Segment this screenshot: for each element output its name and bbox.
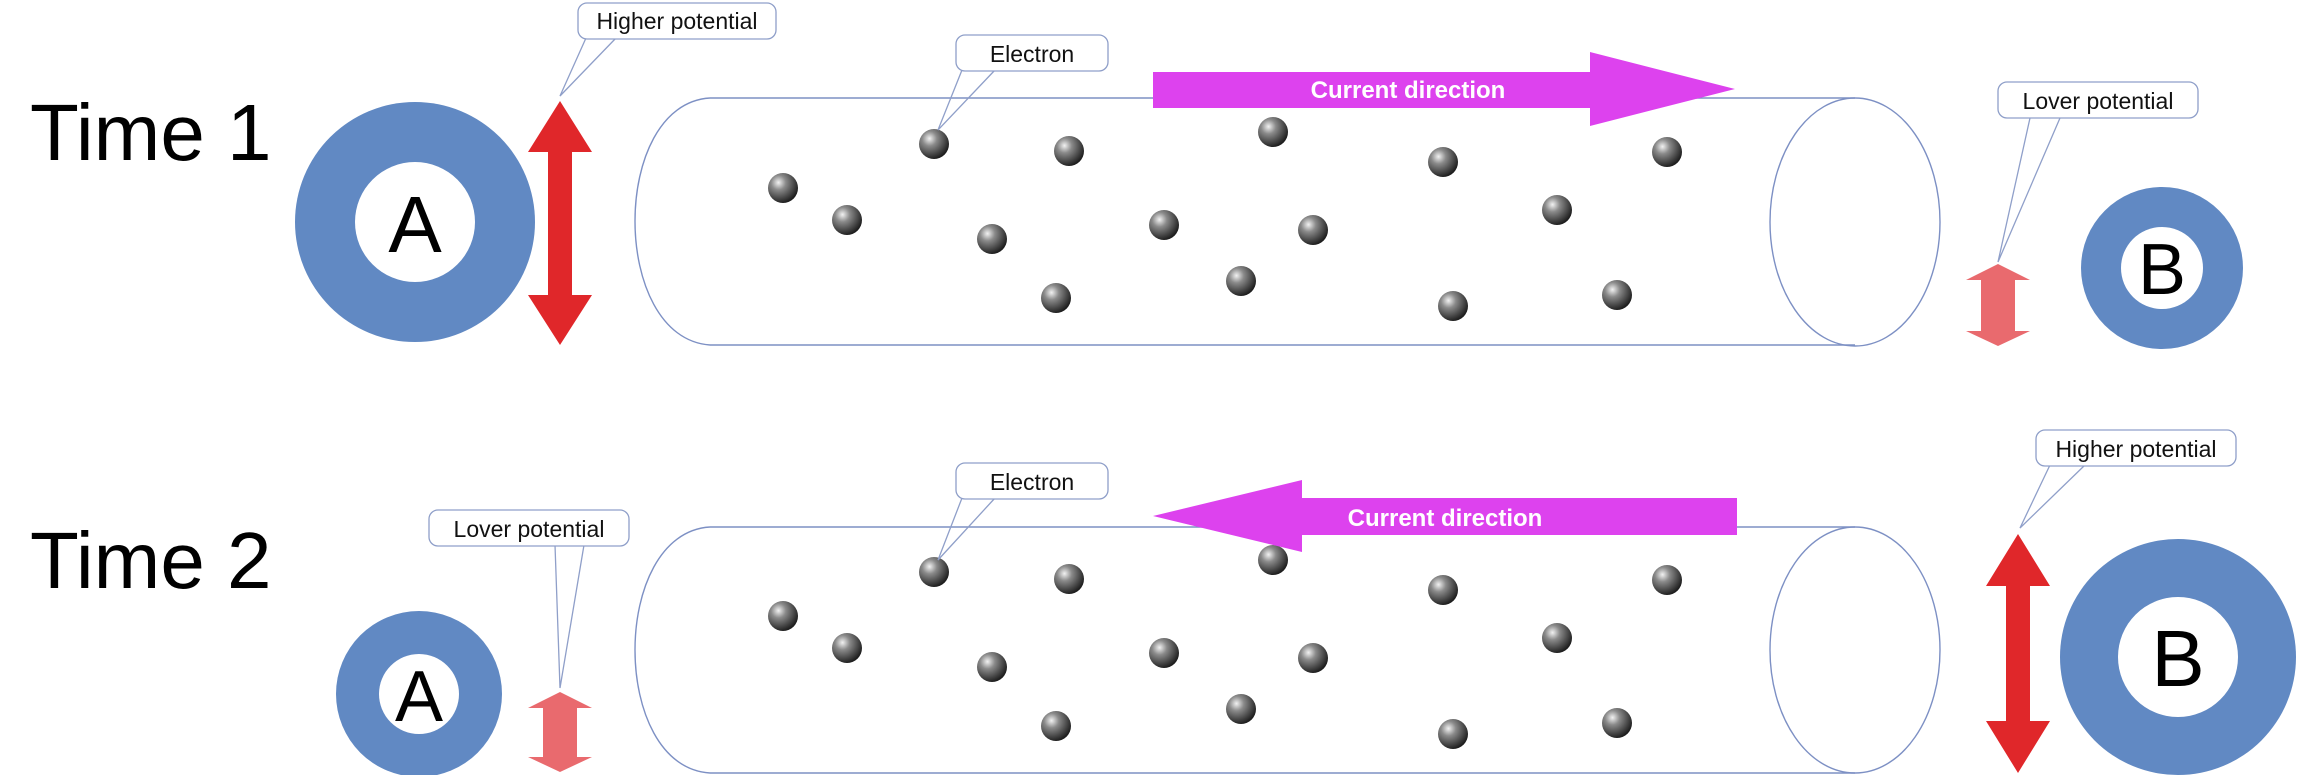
callout-pointer	[554, 544, 585, 689]
electron	[1258, 545, 1288, 575]
electron	[832, 205, 862, 235]
higher-potential-text: Higher potential	[2055, 436, 2216, 462]
callout-box	[955, 462, 1109, 500]
node-a-time-1: A	[295, 102, 535, 342]
node-a-hole	[355, 162, 475, 282]
callout-box	[2035, 429, 2237, 467]
electron	[1428, 147, 1458, 177]
electron	[1054, 564, 1084, 594]
node-b-letter: B	[2151, 614, 2204, 703]
higher-potential-text: Higher potential	[596, 8, 757, 34]
callout-box	[428, 509, 630, 547]
node-b-time-2: B	[2060, 539, 2296, 775]
electron	[919, 557, 949, 587]
callout-pointer	[937, 69, 996, 131]
electron	[768, 173, 798, 203]
electrons-time-1	[768, 117, 1682, 321]
higher-potential-callout: Higher potential	[559, 2, 777, 97]
wire-tube	[634, 526, 1941, 774]
tube-left-cap	[634, 526, 711, 774]
electron	[768, 601, 798, 631]
electron-text: Electron	[990, 41, 1074, 67]
electron	[832, 633, 862, 663]
callout-pointer	[559, 37, 617, 97]
electron	[1041, 283, 1071, 313]
callout-pointer	[1997, 117, 2061, 263]
node-a-hole	[379, 654, 459, 734]
current-direction-arrow-right: Current direction	[1153, 52, 1735, 126]
current-direction-arrow-left: Current direction	[1153, 480, 1737, 552]
electron	[1438, 291, 1468, 321]
electron	[1041, 711, 1071, 741]
electron	[1602, 280, 1632, 310]
time-1-label: Time 1	[30, 88, 272, 177]
electron	[919, 129, 949, 159]
electron	[1542, 195, 1572, 225]
higher-potential-callout: Higher potential	[2019, 429, 2237, 529]
electron	[1652, 565, 1682, 595]
lower-potential-text: Lover potential	[2023, 88, 2174, 114]
tube-right-cap	[1769, 97, 1941, 347]
current-direction-text: Current direction	[1311, 77, 1506, 104]
electron	[1652, 137, 1682, 167]
node-b-hole	[2121, 227, 2203, 309]
electrons-time-2	[768, 545, 1682, 749]
higher-potential-arrow	[1986, 534, 2050, 773]
tube-right-cap	[1769, 526, 1941, 774]
callout-pointer	[937, 497, 996, 561]
current-arrow-shape	[1153, 480, 1737, 552]
node-b-letter: B	[2138, 230, 2186, 310]
lower-potential-arrow	[528, 692, 592, 772]
electron	[977, 652, 1007, 682]
current-arrow-shape	[1153, 52, 1735, 126]
higher-potential-arrow	[528, 101, 592, 345]
electron	[1226, 266, 1256, 296]
electron-callout-time-2: Electron	[937, 462, 1109, 561]
lower-potential-callout: Lover potential	[1997, 81, 2199, 263]
callout-box	[1997, 81, 2199, 119]
node-a-letter: A	[388, 180, 442, 269]
panel-time-2: Time 2 A Lover potential	[30, 429, 2296, 775]
electron	[1258, 117, 1288, 147]
node-b-hole	[2118, 597, 2238, 717]
electron	[1542, 623, 1572, 653]
electron-text: Electron	[990, 469, 1074, 495]
electron	[1602, 708, 1632, 738]
tube-left-cap	[634, 97, 711, 346]
electron	[1298, 643, 1328, 673]
electron	[1428, 575, 1458, 605]
electron	[1149, 638, 1179, 668]
time-2-label: Time 2	[30, 516, 272, 605]
panel-time-1: Time 1 A Higher potential	[30, 2, 2243, 349]
lower-potential-arrow	[1966, 264, 2030, 346]
electron	[1226, 694, 1256, 724]
electron	[977, 224, 1007, 254]
lower-potential-callout: Lover potential	[428, 509, 630, 689]
electron-callout-time-1: Electron	[937, 34, 1109, 131]
node-a-time-2: A	[336, 611, 502, 775]
lower-potential-text: Lover potential	[454, 516, 605, 542]
node-a-letter: A	[395, 657, 443, 737]
callout-pointer	[2019, 464, 2086, 529]
electron	[1054, 136, 1084, 166]
callout-box	[577, 2, 777, 40]
electron	[1298, 215, 1328, 245]
current-direction-text: Current direction	[1348, 505, 1543, 532]
callout-box	[955, 34, 1109, 72]
electron	[1149, 210, 1179, 240]
electron	[1438, 719, 1468, 749]
node-b-time-1: B	[2081, 187, 2243, 349]
